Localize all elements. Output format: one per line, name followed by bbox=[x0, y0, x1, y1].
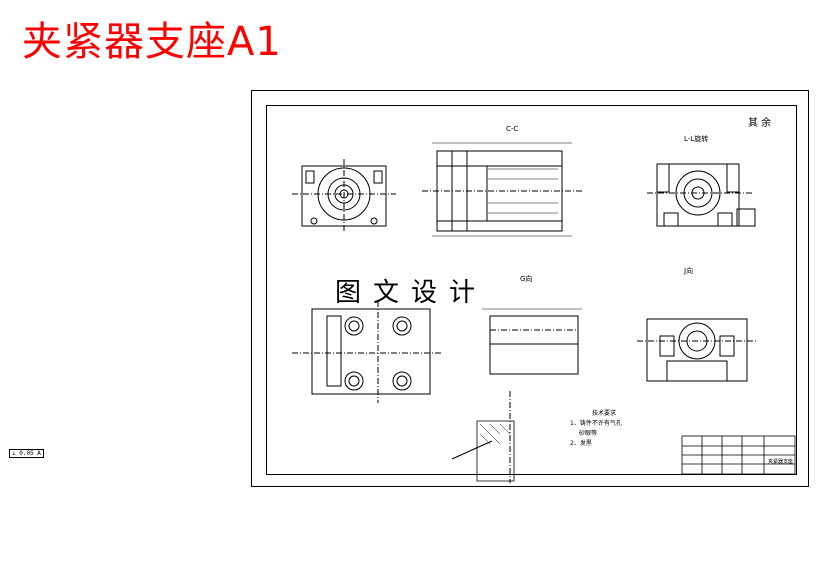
tech-req-item-3: 2、发黑 bbox=[570, 440, 592, 447]
rotated-ll-view bbox=[647, 163, 756, 227]
label-section-cc: C-C bbox=[506, 125, 518, 133]
tech-req-item-2: 砂眼等 bbox=[579, 430, 598, 437]
drawing-frame bbox=[266, 105, 797, 475]
side-tolerance-tag: ⊥ 0.05 A bbox=[9, 449, 44, 458]
top-left-view bbox=[292, 159, 396, 231]
technical-drawing: C-C L-L旋转 G向 J向 其 余 夹紧器支座 bbox=[292, 116, 796, 483]
watermark-text: 图文设计 bbox=[335, 278, 488, 308]
label-rotated-ll: L-L旋转 bbox=[684, 134, 708, 143]
view-g bbox=[292, 301, 442, 403]
view-side bbox=[482, 308, 582, 375]
drawing-sheet: C-C L-L旋转 G向 J向 其 余 夹紧器支座 技术要求 1、铸件不许有气孔… bbox=[251, 90, 809, 487]
title-block-part-name: 夹紧器支座 bbox=[768, 458, 793, 465]
corner-note: 其 余 bbox=[748, 116, 771, 129]
title-block bbox=[681, 435, 796, 475]
tech-requirements: 技术要求 1、铸件不许有气孔 砂眼等 2、发黑 bbox=[570, 409, 622, 449]
detail-i bbox=[451, 391, 515, 483]
label-view-j: J向 bbox=[683, 266, 693, 275]
tech-req-heading: 技术要求 bbox=[592, 410, 617, 417]
tech-req-item-1: 1、铸件不许有气孔 bbox=[570, 420, 622, 427]
drawing-title: 夹紧器支座A1 bbox=[22, 19, 282, 65]
label-view-g: G向 bbox=[520, 274, 532, 283]
section-cc-view bbox=[422, 142, 582, 237]
view-j bbox=[637, 318, 757, 382]
